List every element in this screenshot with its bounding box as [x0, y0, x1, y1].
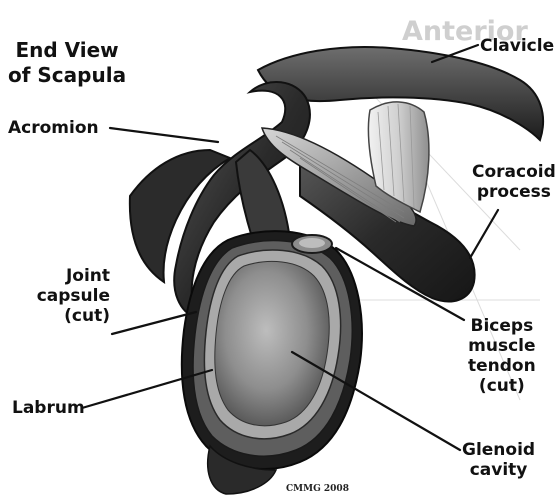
label-glenoid: Glenoid cavity — [462, 440, 535, 480]
label-coracoid-line-2: process — [472, 182, 556, 202]
label-biceps-line-1: Biceps — [468, 316, 536, 336]
biceps-tendon-inner — [299, 238, 325, 248]
label-glenoid-line-2: cavity — [462, 460, 535, 480]
copyright-credit: CMMG 2008 — [286, 484, 349, 494]
label-coracoid-line-1: Coracoid — [472, 162, 556, 182]
label-labrum: Labrum — [12, 398, 85, 418]
leader-acromion — [110, 128, 218, 142]
label-acromion: Acromion — [8, 118, 99, 138]
label-biceps-line-4: (cut) — [468, 376, 536, 396]
label-biceps-line-3: tendon — [468, 356, 536, 376]
label-coracoid: Coracoid process — [472, 162, 556, 202]
leader-coracoid — [470, 210, 498, 258]
label-joint-capsule-line-1: Joint — [30, 266, 110, 286]
label-clavicle: Clavicle — [480, 36, 554, 56]
title-line-1: End View — [8, 38, 126, 63]
label-joint-capsule: Joint capsule (cut) — [30, 266, 110, 326]
label-joint-capsule-line-2: capsule — [30, 286, 110, 306]
title-line-2: of Scapula — [8, 63, 126, 88]
diagram-title: End View of Scapula — [8, 38, 126, 88]
label-biceps-line-2: muscle — [468, 336, 536, 356]
label-glenoid-line-1: Glenoid — [462, 440, 535, 460]
label-biceps: Biceps muscle tendon (cut) — [468, 316, 536, 396]
label-joint-capsule-line-3: (cut) — [30, 306, 110, 326]
